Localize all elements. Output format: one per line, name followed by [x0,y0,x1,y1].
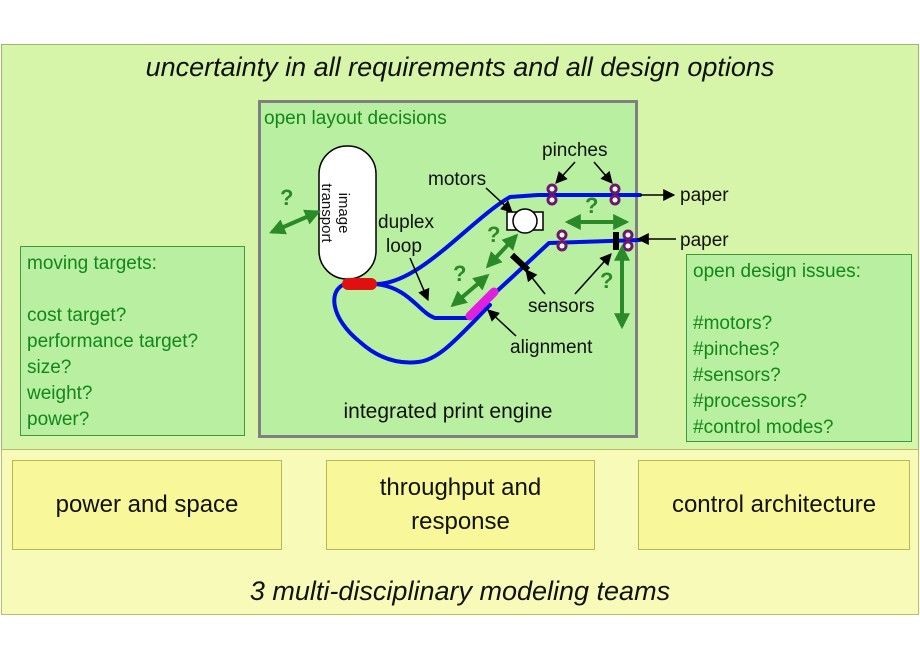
alignment-label: alignment [510,337,593,358]
moving-target-item: performance target? [27,331,199,352]
pointer-arrows [409,161,676,337]
sensors-label: sensors [528,296,595,317]
print-engine-box [258,100,638,438]
design-issue-item: #motors? [693,313,773,334]
question-mark: ? [280,185,293,210]
question-mark: ? [453,261,466,286]
design-issue-item: #pinches? [693,339,780,360]
open-design-issues-box: open design issues: #motors? #pinches? #sen… [686,254,912,442]
moving-target-item: cost target? [27,305,127,326]
image-transport-label-1: image [335,193,352,234]
design-issue-item: #sensors? [693,365,781,386]
bottom-title: 3 multi-disciplinary modeling teams [249,576,671,606]
question-mark: ? [585,193,598,218]
paper-path [332,193,642,365]
duplex-label-2: loop [386,236,422,257]
question-mark: ? [600,268,613,293]
motors-label: motors [428,169,486,190]
paper-top-label: paper [680,185,729,206]
moving-targets-heading: moving targets: [27,253,157,274]
moving-target-item: power? [27,409,90,430]
duplex-label-1: duplex [378,212,434,233]
layout-option-arrows [269,209,630,330]
pinches-label: pinches [542,140,608,161]
top-title: uncertainty in all requirements and all … [145,52,775,82]
pinch-rollers [546,183,634,252]
transfer-point [342,278,377,290]
open-design-issues-heading: open design issues: [693,261,861,282]
design-issue-item: #processors? [693,391,808,412]
integrated-print-engine-label: integrated print engine [343,400,553,423]
team-control-architecture: control architecture [638,460,910,550]
moving-targets-box: moving targets: cost target? performance t… [20,246,245,436]
image-transport-label-2: transport [318,183,335,243]
team-power-and-space: power and space [12,460,282,550]
moving-target-item: size? [27,357,72,378]
design-issue-item: #control modes? [693,417,834,438]
motor-icon [506,208,544,234]
paper-bottom-label: paper [680,230,729,251]
moving-target-item: weight? [27,383,93,404]
question-mark: ? [487,222,500,247]
open-layout-decisions-heading: open layout decisions [264,108,447,129]
team-throughput-and-response: throughput and response [326,460,595,550]
